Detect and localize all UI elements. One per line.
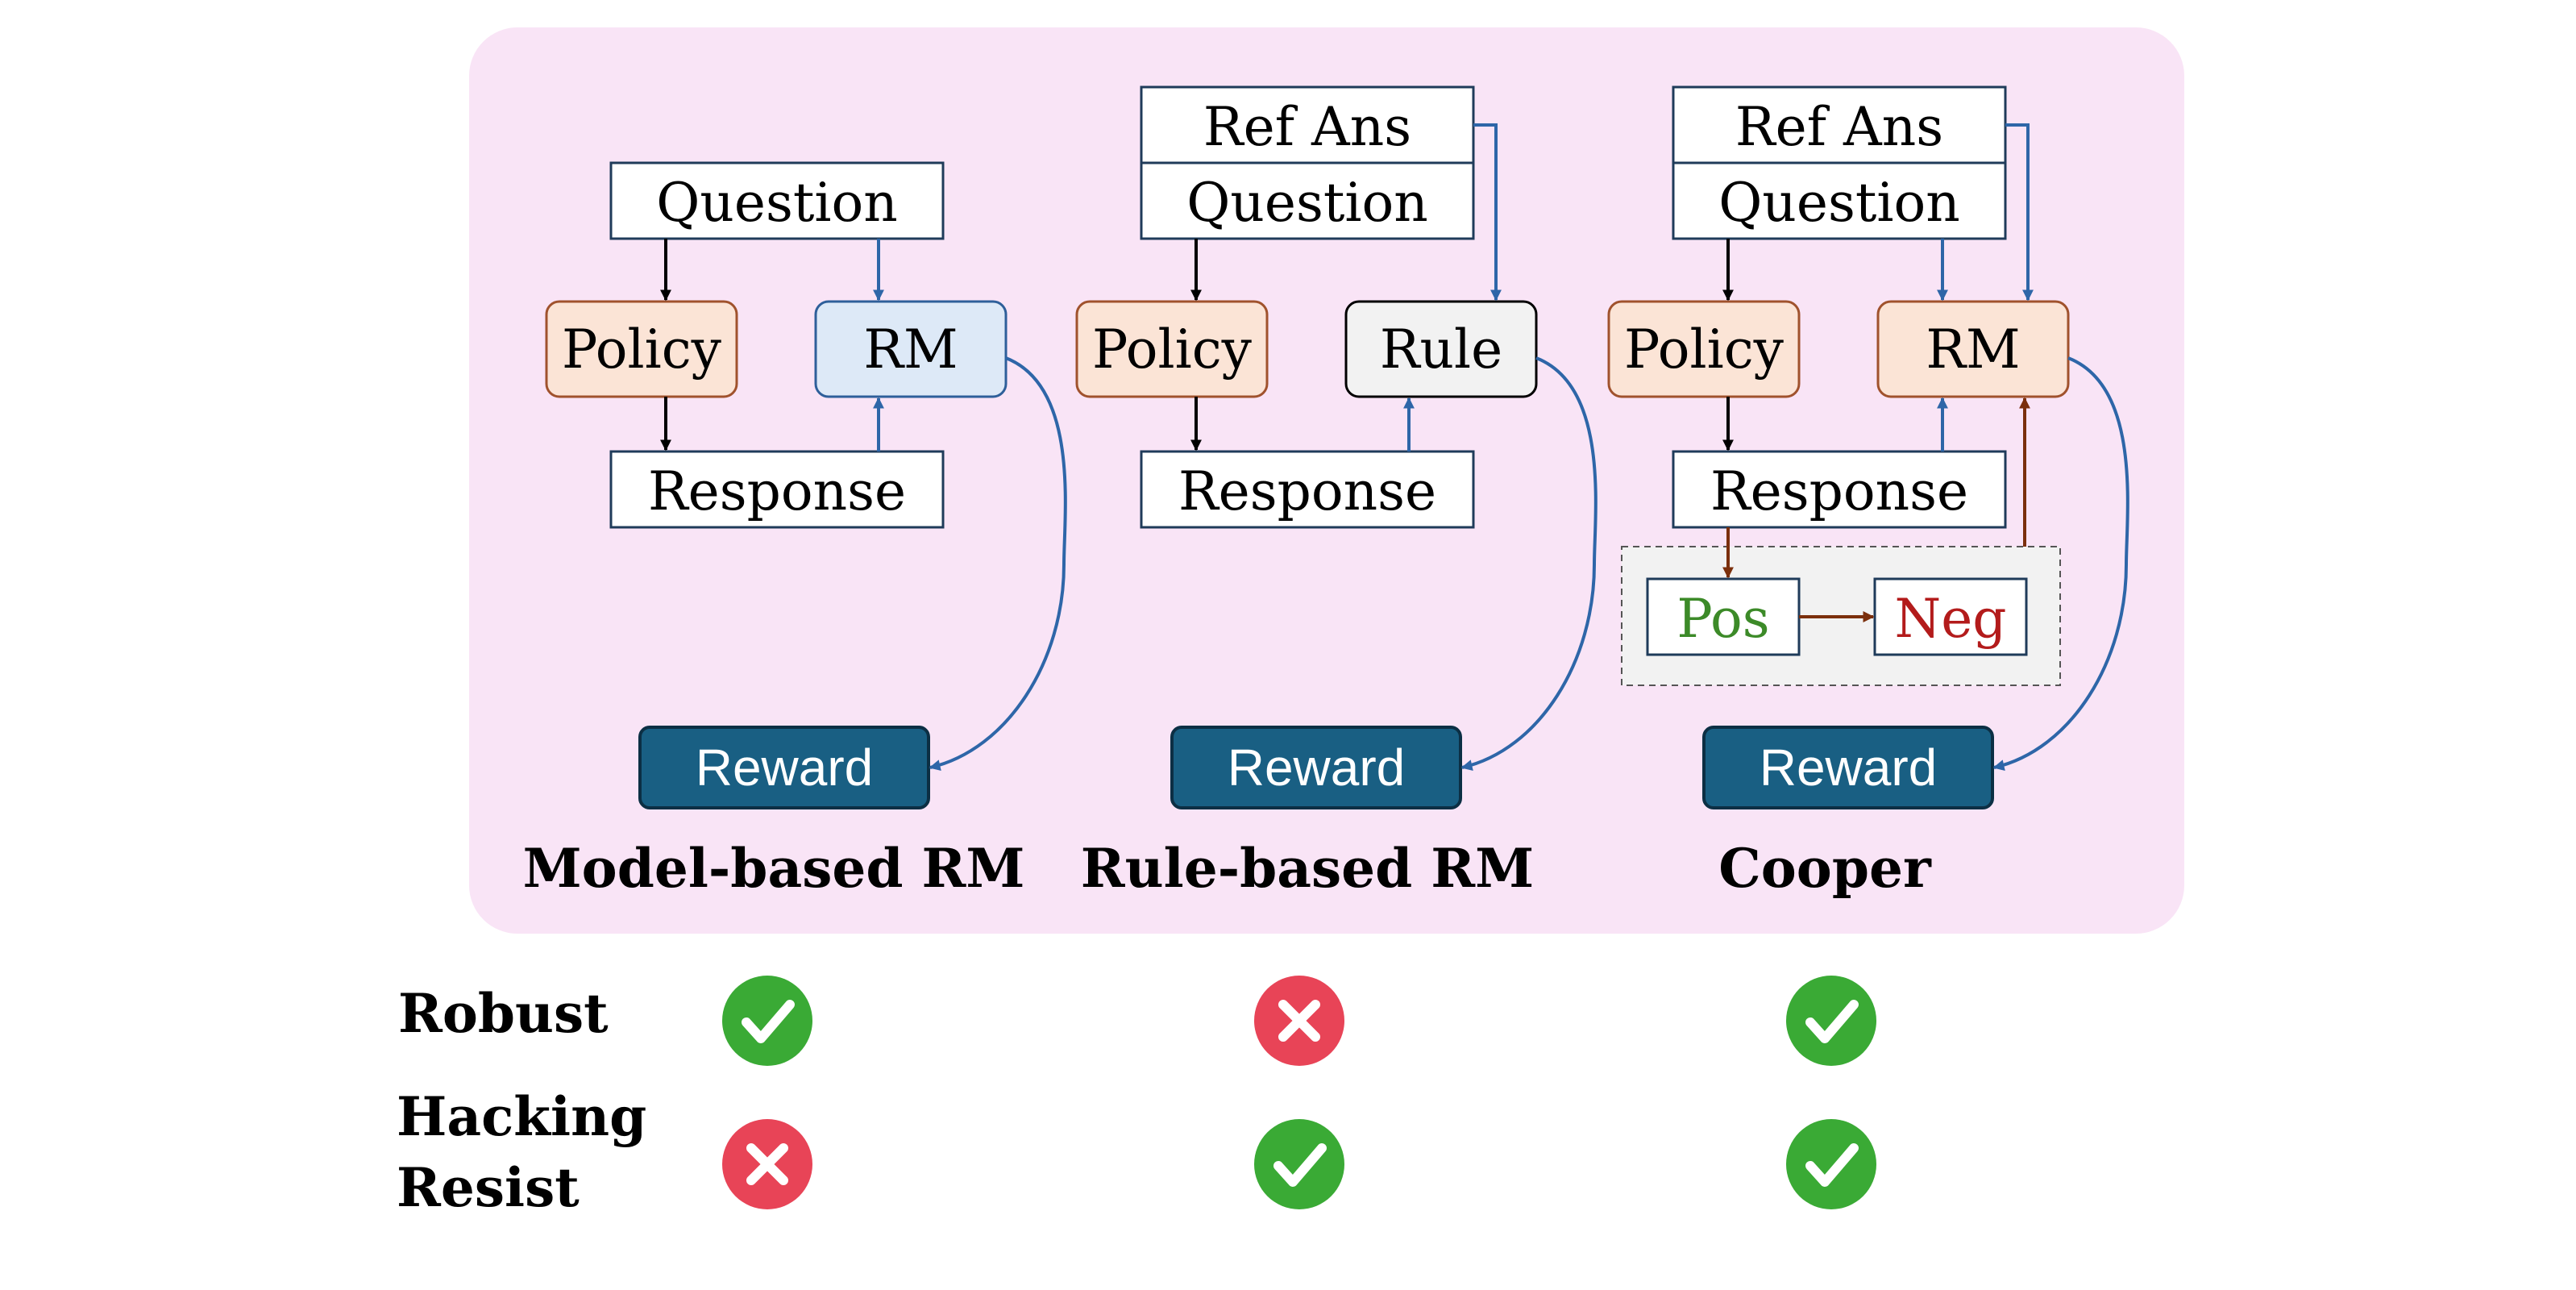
policy-box <box>545 300 738 398</box>
arrow-refans-to-rm <box>2005 123 2034 302</box>
row-label-robust: Robust <box>398 982 609 1045</box>
row-label-hacking: Hacking <box>397 1085 646 1148</box>
rm-label: RM <box>863 318 958 381</box>
arrow-refans-to-rule <box>1473 123 1502 302</box>
panel-caption: Model-based RM <box>523 837 1025 900</box>
question-box <box>1672 161 2007 240</box>
policy-box <box>1607 300 1801 398</box>
policy-label: Policy <box>1092 318 1253 381</box>
row-label-resist: Resist <box>397 1156 580 1219</box>
pos-box <box>1646 577 1801 656</box>
cross-icon <box>722 1119 812 1209</box>
rm-box <box>814 300 1008 398</box>
rule-label: Rule <box>1380 318 1502 381</box>
panel-caption: Rule-based RM <box>1081 837 1534 900</box>
ref-ans-label: Ref Ans <box>1203 96 1411 158</box>
response-box <box>1672 450 2007 529</box>
policy-box <box>1075 300 1269 398</box>
pos-label: Pos <box>1676 588 1769 650</box>
response-box <box>1140 450 1475 529</box>
ref-ans-label: Ref Ans <box>1735 96 1943 158</box>
response-label: Response <box>1178 460 1436 522</box>
neg-box <box>1873 577 2028 656</box>
ref-ans-box <box>1672 85 2007 164</box>
reward-label: Reward <box>696 739 874 797</box>
rule-box <box>1344 300 1538 398</box>
response-box <box>609 450 945 529</box>
panel-model-based: Question Policy RM Response Reward Model… <box>523 161 1067 900</box>
question-box <box>609 161 945 240</box>
question-label: Question <box>656 172 897 234</box>
policy-label: Policy <box>1624 318 1785 381</box>
check-icon <box>1786 976 1876 1066</box>
reward-box <box>1702 726 1994 809</box>
check-icon <box>1786 1119 1876 1209</box>
panel-cooper: Ref Ans Question Policy RM Response Pos … <box>1607 85 2129 900</box>
neg-label: Neg <box>1894 588 2006 650</box>
comparison-rows: Robust Hacking Resist <box>397 976 1876 1219</box>
cross-icon <box>1254 976 1344 1066</box>
check-icon <box>1254 1119 1344 1209</box>
arrow-rule-to-reward <box>1460 356 1598 771</box>
rm-box <box>1876 300 2070 398</box>
check-icon <box>722 976 812 1066</box>
rm-label: RM <box>1926 318 2020 381</box>
arrow-rm-to-reward <box>1992 356 2129 771</box>
question-label: Question <box>1718 172 1959 234</box>
reward-box <box>638 726 930 809</box>
response-label: Response <box>1710 460 1968 522</box>
question-box <box>1140 161 1475 240</box>
question-label: Question <box>1186 172 1427 234</box>
policy-label: Policy <box>562 318 722 381</box>
panel-caption: Cooper <box>1718 837 1932 900</box>
reward-box <box>1170 726 1462 809</box>
marks-layer <box>722 976 1876 1209</box>
panel-rule-based: Ref Ans Question Policy Rule Response Re… <box>1075 85 1598 900</box>
arrow-rm-to-reward <box>929 356 1067 771</box>
reward-label: Reward <box>1760 739 1938 797</box>
reward-label: Reward <box>1228 739 1406 797</box>
response-label: Response <box>648 460 906 522</box>
